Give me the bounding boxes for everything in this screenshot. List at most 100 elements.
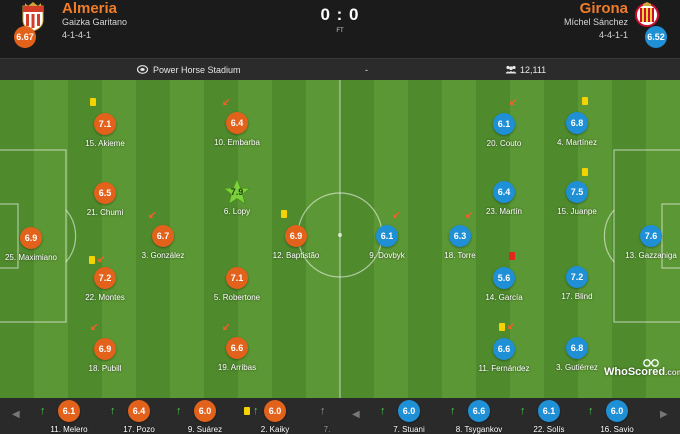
sub-on-icon: ↑ bbox=[320, 405, 326, 417]
sub-home[interactable]: ↑ 6.1 11. Melero bbox=[34, 400, 104, 434]
sub-home[interactable]: ↑ 6.0 9. Suárez bbox=[170, 400, 240, 434]
rating-badge: 6.9 bbox=[285, 225, 307, 247]
player-away[interactable]: ↙ 6.3 18. Torre bbox=[415, 211, 505, 271]
player-home[interactable]: ↙ 6.6 19. Arribas bbox=[192, 323, 282, 383]
player-name: 15. Juanpe bbox=[557, 207, 597, 216]
player-name: 7. Stuani bbox=[393, 425, 425, 434]
player-home[interactable]: 6.5 21. Chumi bbox=[60, 182, 150, 228]
sub-away[interactable]: ↑ 6.0 7. Stuani bbox=[374, 400, 444, 434]
yellow-card-icon bbox=[582, 168, 588, 176]
scroll-left-away-icon[interactable]: ◀ bbox=[352, 409, 360, 420]
rating-badge: 6.3 bbox=[449, 225, 471, 247]
player-name: 2. Kaiky bbox=[260, 425, 290, 434]
sub-off-icon: ↙ bbox=[148, 210, 157, 221]
rating-badge: 7.1 bbox=[94, 113, 116, 135]
scroll-right-icon[interactable]: ▶ bbox=[660, 409, 668, 420]
player-name: 3. González bbox=[141, 251, 185, 260]
rating-badge: 6.6 bbox=[493, 338, 515, 360]
player-away[interactable]: 6.4 23. Martín bbox=[459, 181, 549, 227]
sub-home[interactable]: ↑ 6.0 2. Kaiky bbox=[240, 400, 310, 434]
sub-away[interactable]: ↑ 6.1 22. Solís bbox=[514, 400, 584, 434]
sub-away[interactable]: ↑ 6.6 8. Tsygankov bbox=[444, 400, 514, 434]
sub-on-icon: ↑ bbox=[588, 405, 594, 417]
player-name: 17. Pozo bbox=[123, 425, 155, 434]
yellow-card-icon bbox=[90, 98, 96, 106]
player-name: 18. Torre bbox=[444, 251, 476, 260]
player-name: 18. Pubill bbox=[88, 364, 122, 373]
player-home[interactable]: ↙ 6.7 3. González bbox=[118, 211, 208, 271]
player-home[interactable]: ↙ 6.4 10. Embarba bbox=[192, 98, 282, 158]
rating-badge: 6.8 bbox=[566, 112, 588, 134]
rating-badge: 6.0 bbox=[398, 400, 420, 422]
stadium-icon bbox=[137, 65, 148, 74]
rating-badge: 7.5 bbox=[566, 181, 588, 203]
sub-on-icon: ↑ bbox=[450, 405, 456, 417]
sub-home[interactable]: ↑ 6.4 17. Pozo bbox=[104, 400, 174, 434]
man-of-the-match-badge: 7.9 bbox=[223, 178, 251, 205]
away-formation: 4-4-1-1 bbox=[598, 30, 628, 40]
player-away[interactable]: 7.6 13. Gazzaniga bbox=[606, 225, 680, 271]
red-card-icon bbox=[509, 252, 515, 260]
sub-on-icon: ↑ bbox=[40, 405, 46, 417]
rating-badge: 7.6 bbox=[640, 225, 662, 247]
away-team-name[interactable]: Girona bbox=[579, 0, 628, 17]
sub-away[interactable]: ↑ 6.0 16. Savio bbox=[582, 400, 652, 434]
yellow-card-icon bbox=[244, 407, 250, 415]
stadium-name: Power Horse Stadium bbox=[153, 65, 241, 75]
player-name: 21. Chumi bbox=[86, 208, 124, 217]
player-home[interactable]: 6.9 12. Baptistão bbox=[251, 210, 341, 271]
rating-badge: 7.1 bbox=[226, 267, 248, 289]
player-home[interactable]: ↙ 7.2 22. Montes bbox=[60, 255, 150, 313]
player-away[interactable]: 7.2 17. Blind bbox=[532, 266, 622, 312]
player-name: 16. Savio bbox=[600, 425, 634, 434]
player-name: 12. Baptistão bbox=[272, 251, 320, 260]
yellow-card-icon bbox=[281, 210, 287, 218]
player-name: 22. Montes bbox=[85, 293, 125, 302]
player-away[interactable]: ↙ 6.1 9. Dovbyk bbox=[342, 211, 432, 271]
player-away[interactable]: 5.6 14. García bbox=[459, 252, 549, 313]
scroll-left-icon[interactable]: ◀ bbox=[12, 409, 20, 420]
player-home[interactable]: 7.9 6. Lopy bbox=[192, 178, 282, 227]
player-away[interactable]: ↙ 6.6 11. Fernández bbox=[459, 322, 549, 384]
player-name: 17. Blind bbox=[561, 292, 593, 301]
player-name: 9. Dovbyk bbox=[369, 251, 405, 260]
rating-badge: 6.4 bbox=[128, 400, 150, 422]
player-name: 4. Martínez bbox=[556, 138, 597, 147]
sub-off-icon: ↙ bbox=[90, 322, 99, 333]
player-away[interactable]: ↙ 6.1 20. Couto bbox=[459, 98, 549, 159]
player-name: 25. Maximiano bbox=[4, 253, 58, 262]
sub-on-icon: ↑ bbox=[176, 405, 182, 417]
crowd-icon bbox=[505, 65, 517, 74]
yellow-card-icon bbox=[582, 97, 588, 105]
player-home[interactable]: ↙ 6.9 18. Pubill bbox=[60, 323, 150, 384]
home-team-rating: 6.67 bbox=[14, 26, 36, 48]
player-name: 15. Akieme bbox=[85, 139, 125, 148]
sub-off-icon: ↙ bbox=[507, 321, 516, 332]
player-name: 22. Solís bbox=[533, 425, 565, 434]
substitutes-bar: ◀ ↑ 6.1 11. Melero ↑ 6.4 17. Pozo ↑ 6.0 … bbox=[0, 398, 680, 434]
player-name: 10. Embarba bbox=[214, 138, 260, 147]
rating-badge: 5.6 bbox=[493, 267, 515, 289]
rating-badge: 6.1 bbox=[376, 225, 398, 247]
rating-badge: 6.0 bbox=[264, 400, 286, 422]
player-home[interactable]: 7.1 5. Robertone bbox=[192, 267, 282, 313]
rating-badge: 7.2 bbox=[94, 267, 116, 289]
sub-home-partial[interactable]: ↑ 7. bbox=[312, 400, 342, 434]
player-away[interactable]: 6.8 4. Martínez bbox=[532, 97, 622, 158]
player-name: 11. Melero bbox=[50, 425, 88, 434]
rating-badge: 6.0 bbox=[194, 400, 216, 422]
player-name: 23. Martín bbox=[485, 207, 522, 216]
match-info-bar: Power Horse Stadium - 12,111 bbox=[0, 58, 680, 80]
away-team-rating: 6.52 bbox=[645, 26, 667, 48]
rating-badge: 6.4 bbox=[493, 181, 515, 203]
player-home[interactable]: 6.9 25. Maximiano bbox=[0, 227, 76, 273]
player-away[interactable]: 7.5 15. Juanpe bbox=[532, 168, 622, 227]
player-away[interactable]: 6.8 3. Gutiérrez bbox=[532, 337, 622, 383]
player-home[interactable]: 7.1 15. Akieme bbox=[60, 98, 150, 159]
home-team-name[interactable]: Almeria bbox=[62, 0, 118, 17]
sub-on-icon: ↑ bbox=[253, 405, 259, 417]
away-manager: Míchel Sánchez bbox=[563, 17, 628, 27]
player-name: 6. Lopy bbox=[223, 207, 251, 216]
yellow-card-icon bbox=[499, 323, 505, 331]
sub-off-icon: ↙ bbox=[222, 322, 231, 333]
